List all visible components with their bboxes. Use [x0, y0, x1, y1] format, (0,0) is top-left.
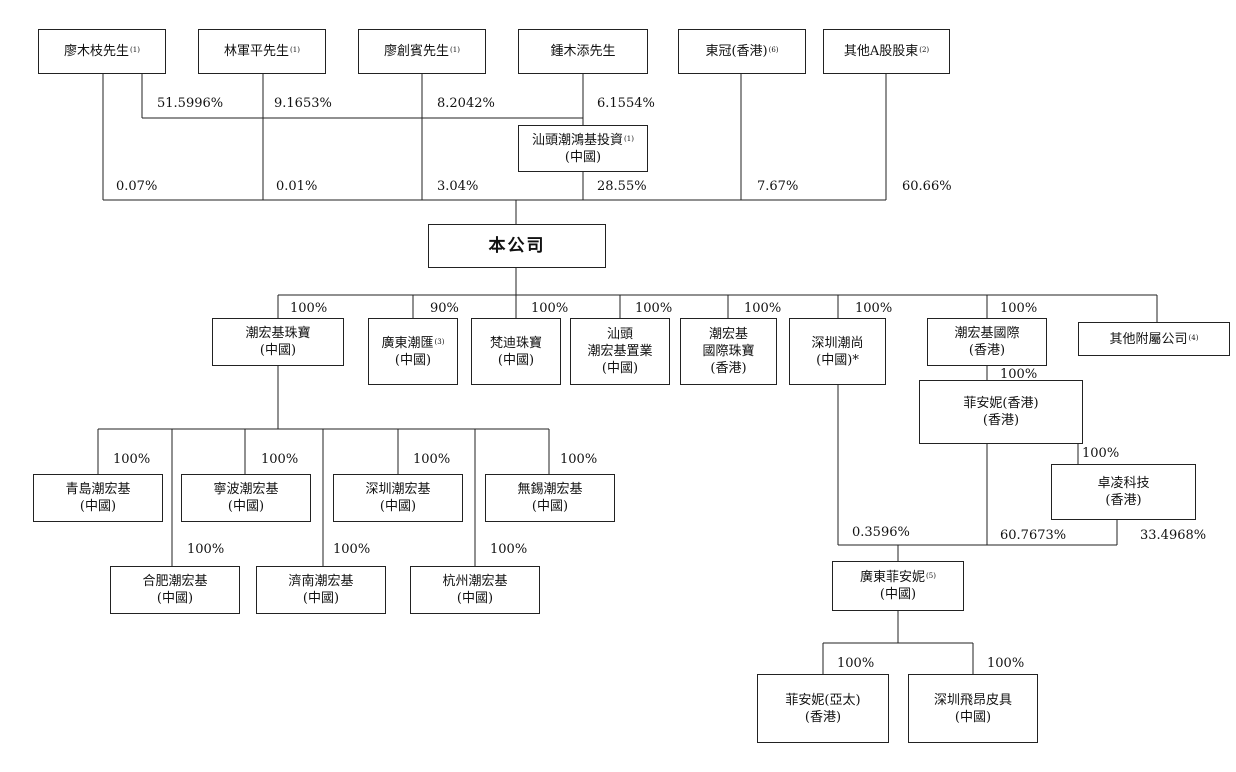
pct-label: 100% — [1082, 446, 1120, 461]
shareholder-zhong-mutian: 鍾木添先生 — [518, 29, 648, 74]
entity-qingdao-chaohongji: 青島潮宏基 (中國) — [33, 474, 163, 522]
entity-chaohongji-intl-hk: 潮宏基國際 (香港) — [927, 318, 1047, 366]
pct-label: 100% — [837, 656, 875, 671]
entity-ningbo-chaohongji: 寧波潮宏基 (中國) — [181, 474, 311, 522]
entity-other-subsidiaries: 其他附屬公司(4) — [1078, 322, 1230, 356]
entity-shenzhen-feiang-leather: 深圳飛昂皮具 (中國) — [908, 674, 1038, 743]
pct-label: 0.01% — [276, 179, 318, 194]
entity-chaohongji-jewelry-cn: 潮宏基珠寶 (中國) — [212, 318, 344, 366]
pct-label: 100% — [187, 542, 225, 557]
entity-shantou-chaohongji-investment: 汕頭潮鴻基投資(1) (中國) — [518, 125, 648, 172]
entity-shantou-chaohongji-property: 汕頭 潮宏基置業 (中國) — [570, 318, 670, 385]
shareholder-dongguan-hk: 東冠(香港)(6) — [678, 29, 806, 74]
entity-wuxi-chaohongji: 無錫潮宏基 (中國) — [485, 474, 615, 522]
pct-label: 60.7673% — [1000, 528, 1067, 543]
entity-zhuoling-tech: 卓凌科技 (香港) — [1051, 464, 1196, 520]
pct-label: 100% — [1000, 301, 1038, 316]
entity-shenzhen-chaohongji: 深圳潮宏基 (中國) — [333, 474, 463, 522]
pct-label: 100% — [413, 452, 451, 467]
pct-label: 60.66% — [902, 179, 952, 194]
pct-label: 28.55% — [597, 179, 647, 194]
entity-chaohongji-intl-jewelry: 潮宏基 國際珠寶 (香港) — [680, 318, 777, 385]
entity-jinan-chaohongji: 濟南潮宏基 (中國) — [256, 566, 386, 614]
shareholder-liao-muzhi: 廖木枝先生(1) — [38, 29, 166, 74]
pct-label: 90% — [430, 301, 459, 316]
entity-guangdong-chaohui: 廣東潮匯(3) (中國) — [368, 318, 458, 385]
pct-label: 100% — [113, 452, 151, 467]
pct-label: 51.5996% — [157, 96, 224, 111]
entity-hefei-chaohongji: 合肥潮宏基 (中國) — [110, 566, 240, 614]
pct-label: 100% — [261, 452, 299, 467]
pct-label: 100% — [290, 301, 328, 316]
pct-label: 6.1554% — [597, 96, 655, 111]
entity-feianni-hk: 菲安妮(香港) (香港) — [919, 380, 1083, 444]
pct-label: 3.04% — [437, 179, 479, 194]
pct-label: 0.07% — [116, 179, 158, 194]
pct-label: 100% — [855, 301, 893, 316]
pct-label: 100% — [531, 301, 569, 316]
pct-label: 9.1653% — [274, 96, 332, 111]
shareholder-lin-junping: 林軍平先生(1) — [198, 29, 326, 74]
pct-label: 100% — [333, 542, 371, 557]
pct-label: 100% — [635, 301, 673, 316]
shareholder-other-a-shares: 其他A股股東(2) — [823, 29, 950, 74]
pct-label: 8.2042% — [437, 96, 495, 111]
pct-label: 0.3596% — [852, 525, 910, 540]
entity-shenzhen-chaoshang: 深圳潮尚 (中國)* — [789, 318, 886, 385]
entity-feianni-asia-pacific: 菲安妮(亞太) (香港) — [757, 674, 889, 743]
entity-company: 本公司 — [428, 224, 606, 268]
shareholder-liao-chuangbin: 廖創賓先生(1) — [358, 29, 486, 74]
pct-label: 100% — [490, 542, 528, 557]
pct-label: 100% — [1000, 367, 1038, 382]
entity-hangzhou-chaohongji: 杭州潮宏基 (中國) — [410, 566, 540, 614]
pct-label: 33.4968% — [1140, 528, 1207, 543]
entity-fandi-jewelry: 梵迪珠寶 (中國) — [471, 318, 561, 385]
pct-label: 100% — [560, 452, 598, 467]
pct-label: 100% — [744, 301, 782, 316]
entity-guangdong-feianni: 廣東菲安妮(5) (中國) — [832, 561, 964, 611]
pct-label: 100% — [987, 656, 1025, 671]
pct-label: 7.67% — [757, 179, 799, 194]
